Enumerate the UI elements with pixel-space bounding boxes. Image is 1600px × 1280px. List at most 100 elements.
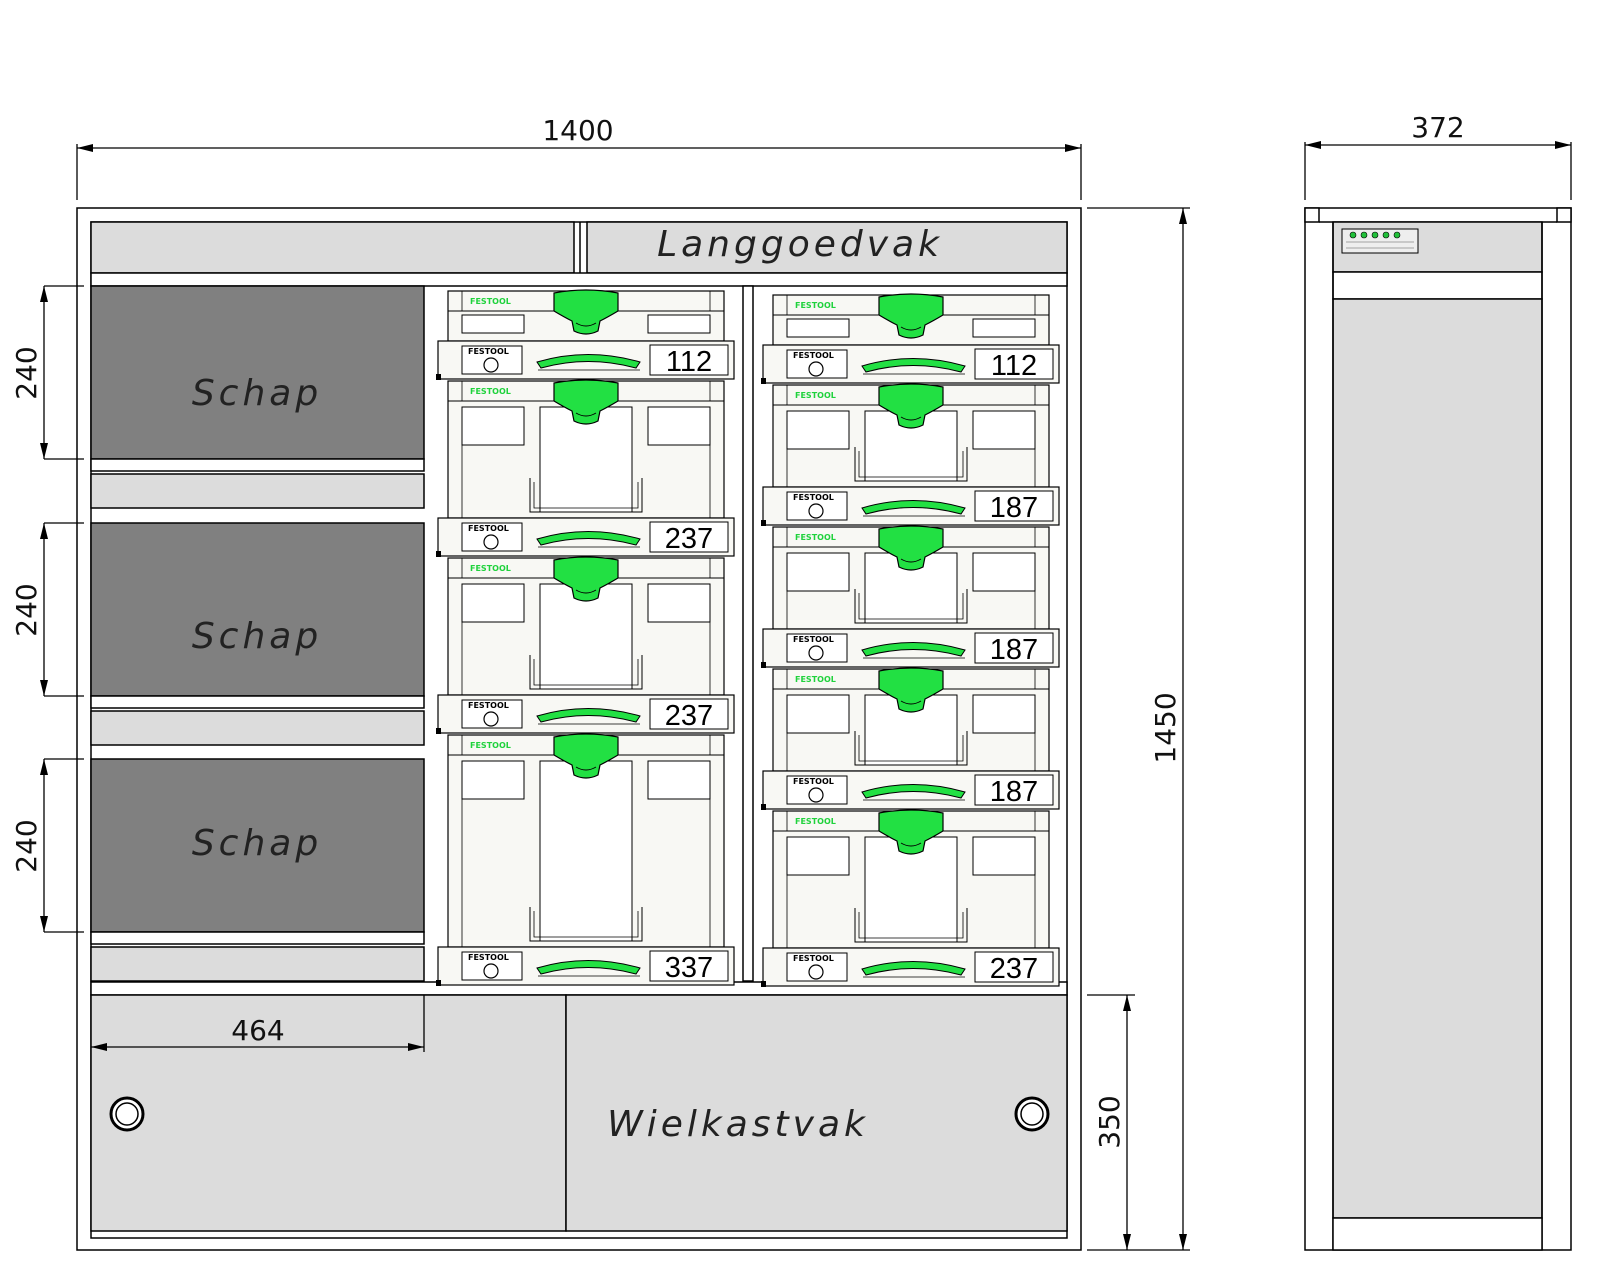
shelf-gap-2 <box>90 710 425 746</box>
side-bottom-board <box>1332 1217 1543 1251</box>
front-grip-icon <box>536 708 641 723</box>
brand-logo-lid: FESTOOL <box>470 297 511 306</box>
brand-logo-front: FESTOOL <box>468 524 509 533</box>
wheel-box-left-panel <box>90 994 567 1232</box>
brand-logo-front: FESTOOL <box>793 635 834 644</box>
shelf-gap-3 <box>90 946 425 982</box>
lock-icon <box>808 964 824 980</box>
systainer-size-label: 187 <box>990 776 1038 808</box>
long-goods-label: Langgoedvak <box>657 224 943 265</box>
lock-icon <box>808 645 824 661</box>
brand-logo-front: FESTOOL <box>793 351 834 360</box>
dimension-width-front: 1400 <box>542 114 613 147</box>
lock-icon <box>483 963 499 979</box>
systainer-size-label: 187 <box>990 492 1038 524</box>
front-grip-icon <box>861 500 966 515</box>
brand-logo-front: FESTOOL <box>793 954 834 963</box>
front-grip-icon <box>861 642 966 657</box>
systainer-size-label: 237 <box>665 700 713 732</box>
dimension-wheel-box-height: 350 <box>1093 1095 1126 1148</box>
lock-icon <box>808 361 824 377</box>
dimension-arrowheads <box>40 141 1571 1250</box>
lock-icon <box>483 711 499 727</box>
shelf-label-3: Schap <box>192 823 322 864</box>
dimension-shelf-width: 464 <box>231 1014 284 1047</box>
front-grip-icon <box>861 961 966 976</box>
front-grip-icon <box>536 960 641 975</box>
shelf-panel-3 <box>90 758 425 933</box>
side-nameplate-dots <box>1346 231 1414 249</box>
dimension-lines <box>43 142 1572 1251</box>
brand-logo-lid: FESTOOL <box>795 675 836 684</box>
top-handle-icon <box>878 525 944 571</box>
shelf-panel-2 <box>90 522 425 697</box>
front-grip-icon <box>861 784 966 799</box>
front-grip-icon <box>536 354 641 369</box>
brand-logo-lid: FESTOOL <box>470 564 511 573</box>
brand-logo-lid: FESTOOL <box>795 533 836 542</box>
top-handle-icon <box>553 289 619 335</box>
dimension-shelf-height-1: 240 <box>10 346 43 399</box>
shelf-board-1 <box>90 458 425 472</box>
brand-logo-lid: FESTOOL <box>795 391 836 400</box>
lock-icon <box>808 787 824 803</box>
systainer: FESTOOL FESTOOL 337 <box>436 733 735 986</box>
shelf-gap-1 <box>90 473 425 509</box>
systainer: FESTOOL FESTOOL 187 <box>761 525 1060 668</box>
wheel-box-right-panel <box>565 994 1068 1232</box>
top-handle-icon <box>878 809 944 855</box>
systainer: FESTOOL FESTOOL 237 <box>436 379 735 557</box>
lock-icon <box>483 534 499 550</box>
dimension-shelf-height-3: 240 <box>10 819 43 872</box>
systainer: FESTOOL FESTOOL 112 <box>436 289 735 380</box>
long-goods-left-panel <box>90 221 575 274</box>
top-handle-icon <box>878 383 944 429</box>
systainer: FESTOOL FESTOOL 237 <box>436 556 735 734</box>
brand-logo-front: FESTOOL <box>468 701 509 710</box>
brand-logo-lid: FESTOOL <box>795 301 836 310</box>
systainer: FESTOOL FESTOOL 187 <box>761 383 1060 526</box>
brand-logo-lid: FESTOOL <box>470 741 511 750</box>
brand-logo-front: FESTOOL <box>793 777 834 786</box>
column-divider <box>742 285 754 982</box>
side-shelf-board <box>1332 271 1543 300</box>
top-handle-icon <box>878 293 944 339</box>
dimension-height-total: 1450 <box>1149 692 1182 763</box>
systainer: FESTOOL FESTOOL 187 <box>761 667 1060 810</box>
top-handle-icon <box>553 379 619 425</box>
shelf-label-1: Schap <box>192 373 322 414</box>
lock-icon <box>808 503 824 519</box>
systainer-size-label: 237 <box>990 953 1038 985</box>
shelf-label-2: Schap <box>192 616 322 657</box>
long-goods-bottom-board <box>90 272 1068 287</box>
lock-icon <box>483 357 499 373</box>
dimension-width-side: 372 <box>1411 111 1464 144</box>
top-handle-icon <box>553 556 619 602</box>
systainer: FESTOOL FESTOOL 112 <box>761 293 1060 384</box>
brand-logo-front: FESTOOL <box>468 953 509 962</box>
side-main-panel <box>1332 298 1543 1219</box>
brand-logo-front: FESTOOL <box>468 347 509 356</box>
long-goods-right-panel <box>586 221 1068 274</box>
brand-logo-lid: FESTOOL <box>795 817 836 826</box>
front-grip-icon <box>861 358 966 373</box>
side-view <box>1304 207 1572 1251</box>
dimension-shelf-height-2: 240 <box>10 583 43 636</box>
shelf-panel-1 <box>90 285 425 460</box>
systainer-size-label: 112 <box>666 346 712 378</box>
wheel-box-label: Wielkastvak <box>607 1104 869 1145</box>
brand-logo-lid: FESTOOL <box>470 387 511 396</box>
systainer-size-label: 237 <box>665 523 713 555</box>
top-handle-icon <box>553 733 619 779</box>
systainer: FESTOOL FESTOOL 237 <box>761 809 1060 987</box>
shelf-board-2 <box>90 695 425 709</box>
systainer-size-label: 112 <box>991 350 1037 382</box>
brand-logo-front: FESTOOL <box>793 493 834 502</box>
systainer-size-label: 337 <box>665 952 713 984</box>
systainer-size-label: 187 <box>990 634 1038 666</box>
wheel-box-bolts <box>109 1096 1050 1132</box>
top-handle-icon <box>878 667 944 713</box>
